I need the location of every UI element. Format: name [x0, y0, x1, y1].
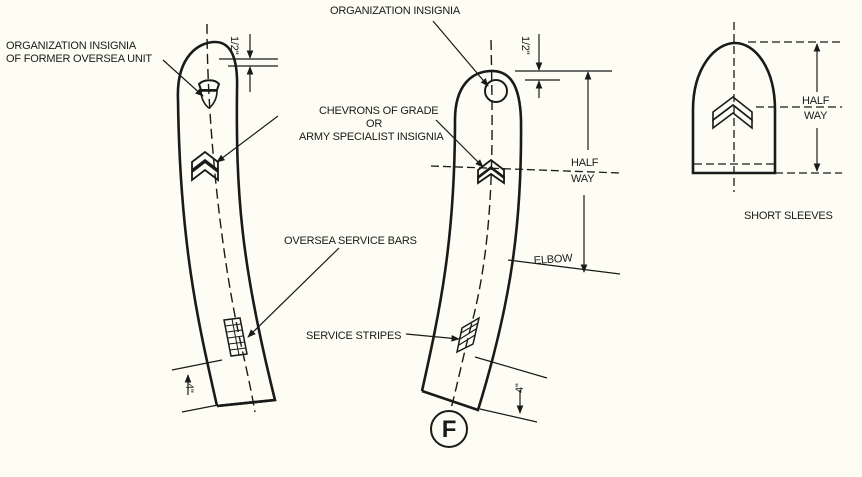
right-chevron-leader-arrow	[435, 119, 484, 168]
right-bottom-dimension: 4"	[474, 356, 548, 423]
right-half-way-label-line1: HALF	[571, 157, 599, 169]
elbow-label: ELBOW	[533, 252, 573, 267]
short-sleeve-outline	[691, 41, 777, 175]
half-way-reference-line	[430, 165, 621, 174]
short-sleeve-half-way-line1: HALF	[802, 95, 830, 107]
left-sleeve-outline	[176, 40, 277, 408]
left-insignia-label-line1: ORGANIZATION INSIGNIA	[6, 40, 137, 52]
left-sleeve-cuff	[216, 398, 276, 408]
left-service-bars-leader-arrow	[247, 247, 340, 338]
service-stripes-label: SERVICE STRIPES	[306, 330, 401, 342]
right-chevron-insignia	[477, 158, 505, 185]
right-half-way-label-line2: WAY	[571, 173, 595, 185]
right-top-dimension: 1/2"	[515, 34, 612, 98]
chevrons-label-line1: CHEVRONS OF GRADE	[319, 105, 438, 117]
left-oversea-service-bars	[223, 317, 248, 357]
left-chevron-insignia	[191, 150, 219, 182]
short-sleeve-caption: SHORT SLEEVES	[744, 210, 833, 222]
left-former-unit-insignia	[197, 79, 221, 109]
right-service-stripes	[455, 316, 481, 354]
left-sleeve-group: 1/2" 4" ORGANIZATION INSIGNIA OF FORMER …	[6, 23, 417, 413]
right-top-dimension-label: 1/2"	[519, 36, 531, 55]
left-bottom-dimension: 4"	[171, 359, 223, 413]
short-sleeve-half-way-line2: WAY	[804, 110, 828, 122]
right-half-way-dimension: HALF WAY	[571, 71, 599, 273]
figure-letter-badge: F	[430, 410, 468, 448]
right-sleeve-centerline	[449, 39, 493, 413]
left-insignia-label-line2: OF FORMER OVERSEA UNIT	[6, 53, 152, 65]
right-organization-insignia	[484, 79, 508, 103]
chevrons-label-line3: ARMY SPECIALIST INSIGNIA	[299, 131, 444, 143]
short-sleeve-group: HALF WAY SHORT SLEEVES	[691, 22, 842, 222]
left-top-dimension: 1/2"	[219, 34, 278, 92]
left-insignia-leader-arrow	[162, 59, 204, 97]
right-sleeve-outline	[420, 69, 523, 412]
left-service-bars-label: OVERSEA SERVICE BARS	[284, 235, 417, 247]
figure-letter: F	[442, 416, 456, 443]
chevrons-label-line2: OR	[366, 118, 382, 130]
right-insignia-leader-arrow	[432, 20, 489, 87]
right-insignia-label: ORGANIZATION INSIGNIA	[330, 5, 461, 17]
left-top-dimension-label: 1/2"	[228, 36, 240, 55]
right-bottom-dimension-label: 4"	[514, 383, 526, 393]
left-bottom-dimension-label: 4"	[183, 383, 195, 393]
left-sleeve-centerline	[206, 23, 256, 413]
left-chevron-leader-arrow	[216, 115, 279, 163]
elbow-reference-line	[507, 259, 621, 275]
short-sleeve-chevron-insignia	[712, 95, 753, 130]
service-stripes-leader-arrow	[405, 333, 460, 342]
right-sleeve-group: 1/2" HALF WAY ELBOW 4" ORGANIZATION INSI…	[306, 5, 621, 448]
